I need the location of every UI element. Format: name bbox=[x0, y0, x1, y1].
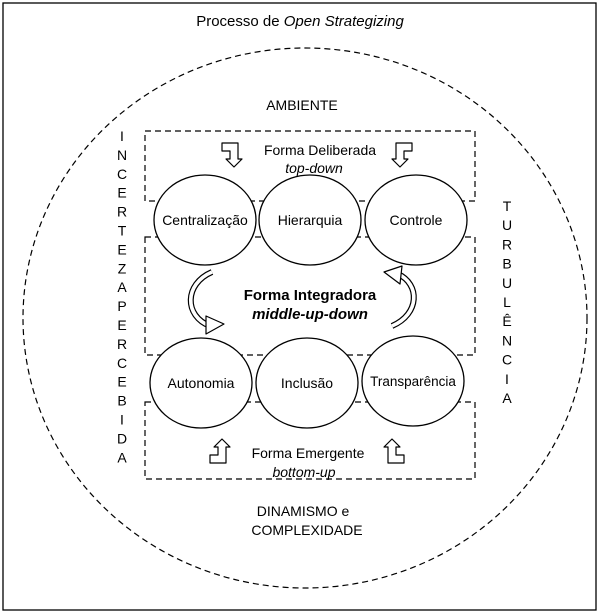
curved-arrow-right-icon bbox=[383, 265, 417, 329]
vertical-letter: D bbox=[117, 430, 127, 446]
svg-text:Autonomia: Autonomia bbox=[168, 375, 235, 391]
vertical-letter: C bbox=[502, 352, 512, 368]
bottom-circle-inclusao: Inclusão bbox=[255, 337, 359, 429]
svg-text:Controle: Controle bbox=[390, 212, 443, 228]
bent-arrow-icon bbox=[221, 142, 243, 168]
curved-arrow-left-icon bbox=[187, 269, 225, 335]
svg-text:Transparência: Transparência bbox=[370, 374, 456, 389]
integrative-label: Forma Integradora bbox=[244, 287, 377, 304]
bent-arrow-icon bbox=[209, 438, 231, 464]
vertical-letter: T bbox=[118, 223, 127, 239]
vertical-letter: L bbox=[503, 294, 511, 310]
environment-ellipse bbox=[22, 47, 588, 589]
svg-text:Inclusão: Inclusão bbox=[281, 375, 333, 391]
top-circle-centralizacao: Centralização bbox=[153, 174, 257, 266]
svg-text:Hierarquia: Hierarquia bbox=[278, 212, 343, 228]
vertical-letter: I bbox=[120, 412, 124, 428]
svg-text:Centralização: Centralização bbox=[162, 212, 248, 228]
vertical-letter: A bbox=[117, 449, 127, 465]
emergent-label: Forma Emergente bbox=[252, 445, 365, 461]
vertical-letter: B bbox=[502, 256, 511, 272]
vertical-letter: R bbox=[117, 204, 127, 220]
environment-label: AMBIENTE bbox=[266, 97, 338, 113]
vertical-letter: C bbox=[117, 166, 127, 182]
dynamism-label-line1: DINAMISMO e bbox=[257, 503, 350, 519]
bent-arrow-icon bbox=[391, 142, 413, 168]
deliberate-sub: top-down bbox=[285, 160, 343, 176]
top-circle-controle: Controle bbox=[364, 174, 468, 266]
vertical-letter: I bbox=[505, 371, 509, 387]
vertical-letter: E bbox=[117, 374, 126, 390]
vertical-letter: C bbox=[117, 355, 127, 371]
vertical-letter: U bbox=[502, 275, 512, 291]
vertical-letter: B bbox=[117, 393, 126, 409]
vertical-letter: E bbox=[117, 241, 126, 257]
vertical-letter: N bbox=[117, 147, 127, 163]
deliberate-label: Forma Deliberada bbox=[264, 142, 376, 158]
vertical-letter: A bbox=[502, 390, 512, 406]
integrative-sub: middle-up-down bbox=[252, 306, 368, 323]
vertical-letter: R bbox=[117, 336, 127, 352]
bent-arrow-icon bbox=[383, 438, 405, 464]
vertical-letter: E bbox=[117, 317, 126, 333]
vertical-letter: T bbox=[503, 198, 512, 214]
vertical-letter: E bbox=[117, 185, 126, 201]
vertical-letter: I bbox=[120, 128, 124, 144]
emergent-sub: bottom-up bbox=[272, 464, 335, 480]
vertical-letter: Ê bbox=[502, 313, 511, 329]
diagram-title: Processo de Open Strategizing bbox=[196, 13, 404, 30]
dynamism-label-line2: COMPLEXIDADE bbox=[251, 522, 362, 538]
bottom-circle-autonomia: Autonomia bbox=[149, 337, 253, 429]
vertical-letter: P bbox=[117, 298, 126, 314]
bottom-circle-transparencia: Transparência bbox=[361, 335, 465, 427]
vertical-letter: Z bbox=[118, 260, 127, 276]
vertical-letter: A bbox=[117, 279, 127, 295]
vertical-letter: U bbox=[502, 217, 512, 233]
vertical-letter: N bbox=[502, 332, 512, 348]
top-circle-hierarquia: Hierarquia bbox=[258, 174, 362, 266]
vertical-letter: R bbox=[502, 236, 512, 252]
